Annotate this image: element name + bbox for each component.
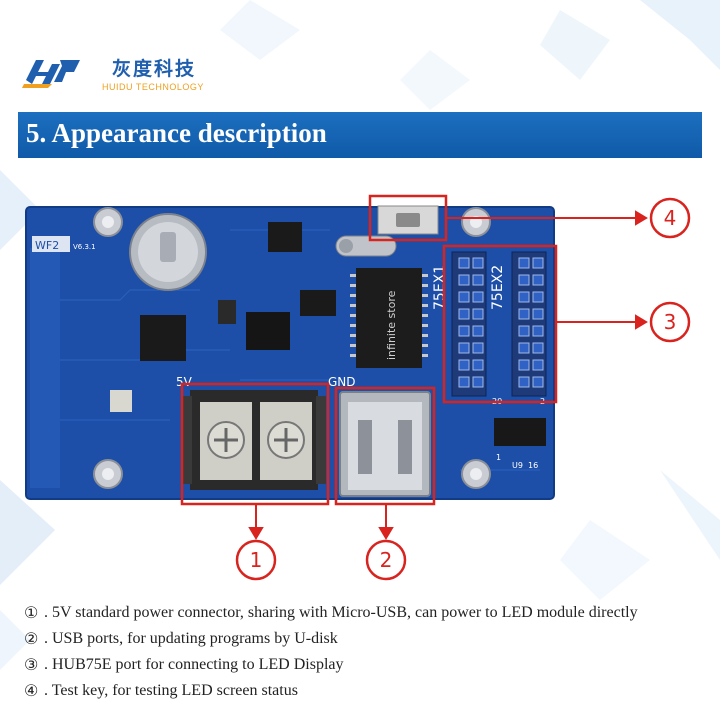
hub75-header-2: [511, 251, 547, 397]
header-pin: [458, 308, 470, 320]
header-pin: [518, 274, 530, 286]
header-pin: [472, 342, 484, 354]
callout-box-3: [442, 244, 558, 404]
header-pin: [532, 257, 544, 269]
description-item-2: ② . USB ports, for updating programs by …: [24, 626, 714, 652]
power-terminal-block: [182, 390, 326, 490]
antenna-area: [30, 248, 60, 488]
header-pin: [458, 359, 470, 371]
description-item-4: ④ . Test key, for testing LED screen sta…: [24, 678, 714, 704]
header-pin: [518, 376, 530, 388]
header-pin: [472, 257, 484, 269]
port2-label: 75EX2: [490, 265, 506, 310]
description-text: . Test key, for testing LED screen statu…: [44, 682, 298, 699]
header-pin: [472, 359, 484, 371]
description-text: . USB ports, for updating programs by U-…: [44, 630, 338, 647]
description-marker: ③: [24, 657, 39, 674]
header-pin: [472, 376, 484, 388]
logo-chinese-text: 灰度科技: [112, 58, 197, 80]
header-pin: [472, 274, 484, 286]
header-pin: [458, 376, 470, 388]
huidu-logo-icon: [22, 60, 80, 88]
chip: [300, 290, 336, 316]
description-list: ① . 5V standard power connector, sharing…: [24, 600, 714, 704]
ground-label: GND: [328, 375, 356, 389]
board-illustration: WF2 V6.3.1 infinite store 75EX1: [25, 194, 691, 581]
header-pin: [518, 291, 530, 303]
logo-english-text: HUIDU TECHNOLOGY: [102, 82, 204, 92]
header-pin: [472, 325, 484, 337]
header-pin: [518, 308, 530, 320]
description-marker: ④: [24, 683, 39, 700]
description-text: . 5V standard power connector, sharing w…: [44, 604, 638, 621]
company-logo: 灰度科技 HUIDU TECHNOLOGY: [22, 52, 203, 96]
header-pin: [518, 359, 530, 371]
store-watermark: infinite store: [385, 290, 398, 360]
port1-label: 75EX1: [432, 265, 448, 310]
header-pin: [532, 291, 544, 303]
header-pin: [518, 257, 530, 269]
test-key: [377, 205, 439, 235]
u9-chip: [494, 418, 546, 446]
header-pin: [472, 291, 484, 303]
header-pin: [532, 274, 544, 286]
board-model-label: WF2: [35, 239, 59, 252]
header-pin: [532, 359, 544, 371]
header-pin: [532, 325, 544, 337]
silk-number: 1: [496, 453, 501, 462]
callout-marker-3: 3: [649, 301, 691, 343]
board-version-label: V6.3.1: [73, 243, 96, 251]
svg-text:3: 3: [664, 310, 677, 334]
chip: [246, 312, 290, 350]
header-pin: [532, 376, 544, 388]
callout-marker-1: 1: [235, 539, 277, 581]
description-marker: ②: [24, 631, 39, 648]
header-pin: [458, 257, 470, 269]
u9-label: U9: [512, 461, 523, 470]
header-pin: [458, 325, 470, 337]
header-pin: [532, 308, 544, 320]
header-pin: [472, 308, 484, 320]
description-item-1: ① . 5V standard power connector, sharing…: [24, 600, 714, 626]
chip: [218, 300, 236, 324]
header-pin: [532, 342, 544, 354]
svg-text:4: 4: [664, 206, 677, 230]
section-title-bar: 5. Appearance description: [18, 112, 702, 158]
header-pin: [518, 325, 530, 337]
description-marker: ①: [24, 605, 39, 622]
svg-text:2: 2: [380, 548, 393, 572]
voltage-label: 5V: [176, 375, 193, 389]
header-pin: [458, 342, 470, 354]
description-item-3: ③ . HUB75E port for connecting to LED Di…: [24, 652, 714, 678]
chip: [268, 222, 302, 252]
chip: [110, 390, 132, 412]
chip: [140, 315, 186, 361]
callout-marker-2: 2: [365, 539, 407, 581]
silk-number: 16: [528, 461, 538, 470]
section-title: 5. Appearance description: [26, 118, 327, 148]
usb-port: [339, 391, 431, 497]
callout-marker-4: 4: [649, 197, 691, 239]
description-text: . HUB75E port for connecting to LED Disp…: [44, 656, 344, 673]
svg-text:1: 1: [250, 548, 263, 572]
main-chip: infinite store: [350, 268, 428, 368]
header-pin: [458, 291, 470, 303]
header-pin: [518, 342, 530, 354]
hub75-header-1: [451, 251, 487, 397]
header-pin: [458, 274, 470, 286]
coin-battery: [129, 213, 207, 291]
